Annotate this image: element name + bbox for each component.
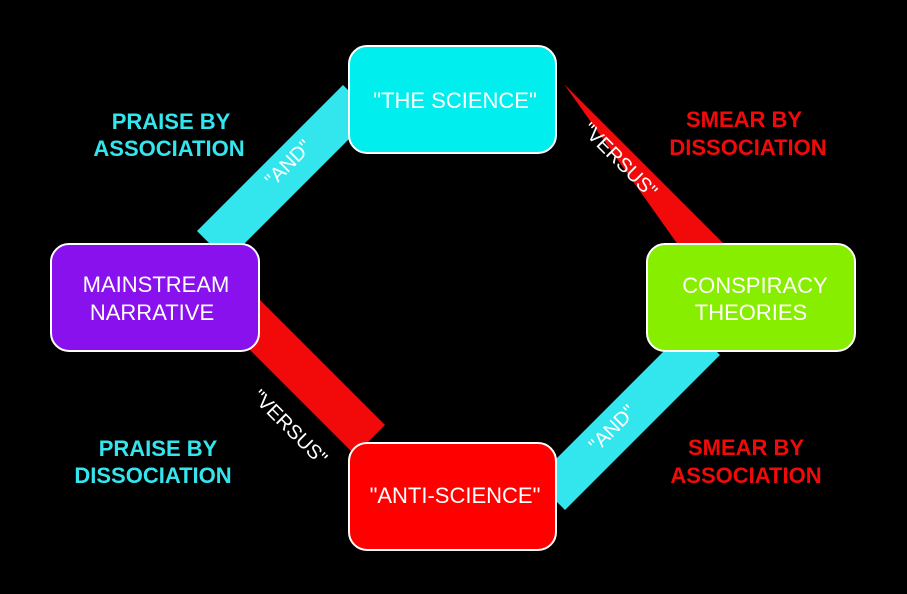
side-label-bottom-right: SMEAR BY ASSOCIATION: [670, 435, 821, 488]
node-mainstream-narrative-line1: MAINSTREAM: [83, 272, 230, 297]
side-label-top-right-line2: DISSOCIATION: [669, 135, 826, 160]
node-conspiracy-theories-box: [646, 243, 856, 352]
node-conspiracy-theories: CONSPIRACY THEORIES: [646, 243, 856, 352]
node-anti-science-label: "ANTI-SCIENCE": [370, 483, 541, 508]
side-label-top-left: PRAISE BY ASSOCIATION: [93, 109, 244, 161]
side-label-top-right: SMEAR BY DISSOCIATION: [669, 107, 826, 160]
node-the-science-label: "THE SCIENCE": [373, 88, 537, 113]
side-label-bottom-right-line2: ASSOCIATION: [670, 463, 821, 488]
connector-band-top-left: [197, 85, 373, 261]
side-label-top-right-line1: SMEAR BY: [686, 107, 802, 132]
side-label-top-left-line2: ASSOCIATION: [93, 136, 244, 161]
node-the-science-box: [348, 45, 557, 154]
side-label-bottom-left-line1: PRAISE BY: [99, 436, 218, 461]
connector-band-bottom-right: [535, 325, 720, 510]
node-anti-science-box: [348, 442, 557, 551]
node-anti-science: "ANTI-SCIENCE": [348, 442, 557, 551]
node-conspiracy-theories-line1: CONSPIRACY: [682, 273, 828, 298]
connector-band-bottom-left: [220, 290, 385, 455]
node-conspiracy-theories-line2: THEORIES: [695, 300, 807, 325]
connector-band-top-right: [564, 84, 740, 290]
side-label-bottom-left-line2: DISSOCIATION: [74, 463, 231, 488]
side-label-bottom-right-line1: SMEAR BY: [688, 435, 804, 460]
node-mainstream-narrative: MAINSTREAM NARRATIVE: [50, 243, 260, 352]
node-mainstream-narrative-line2: NARRATIVE: [90, 300, 214, 325]
node-the-science: "THE SCIENCE": [348, 45, 557, 154]
side-label-bottom-left: PRAISE BY DISSOCIATION: [74, 436, 231, 488]
node-mainstream-narrative-box: [50, 243, 260, 352]
side-label-top-left-line1: PRAISE BY: [112, 109, 231, 134]
